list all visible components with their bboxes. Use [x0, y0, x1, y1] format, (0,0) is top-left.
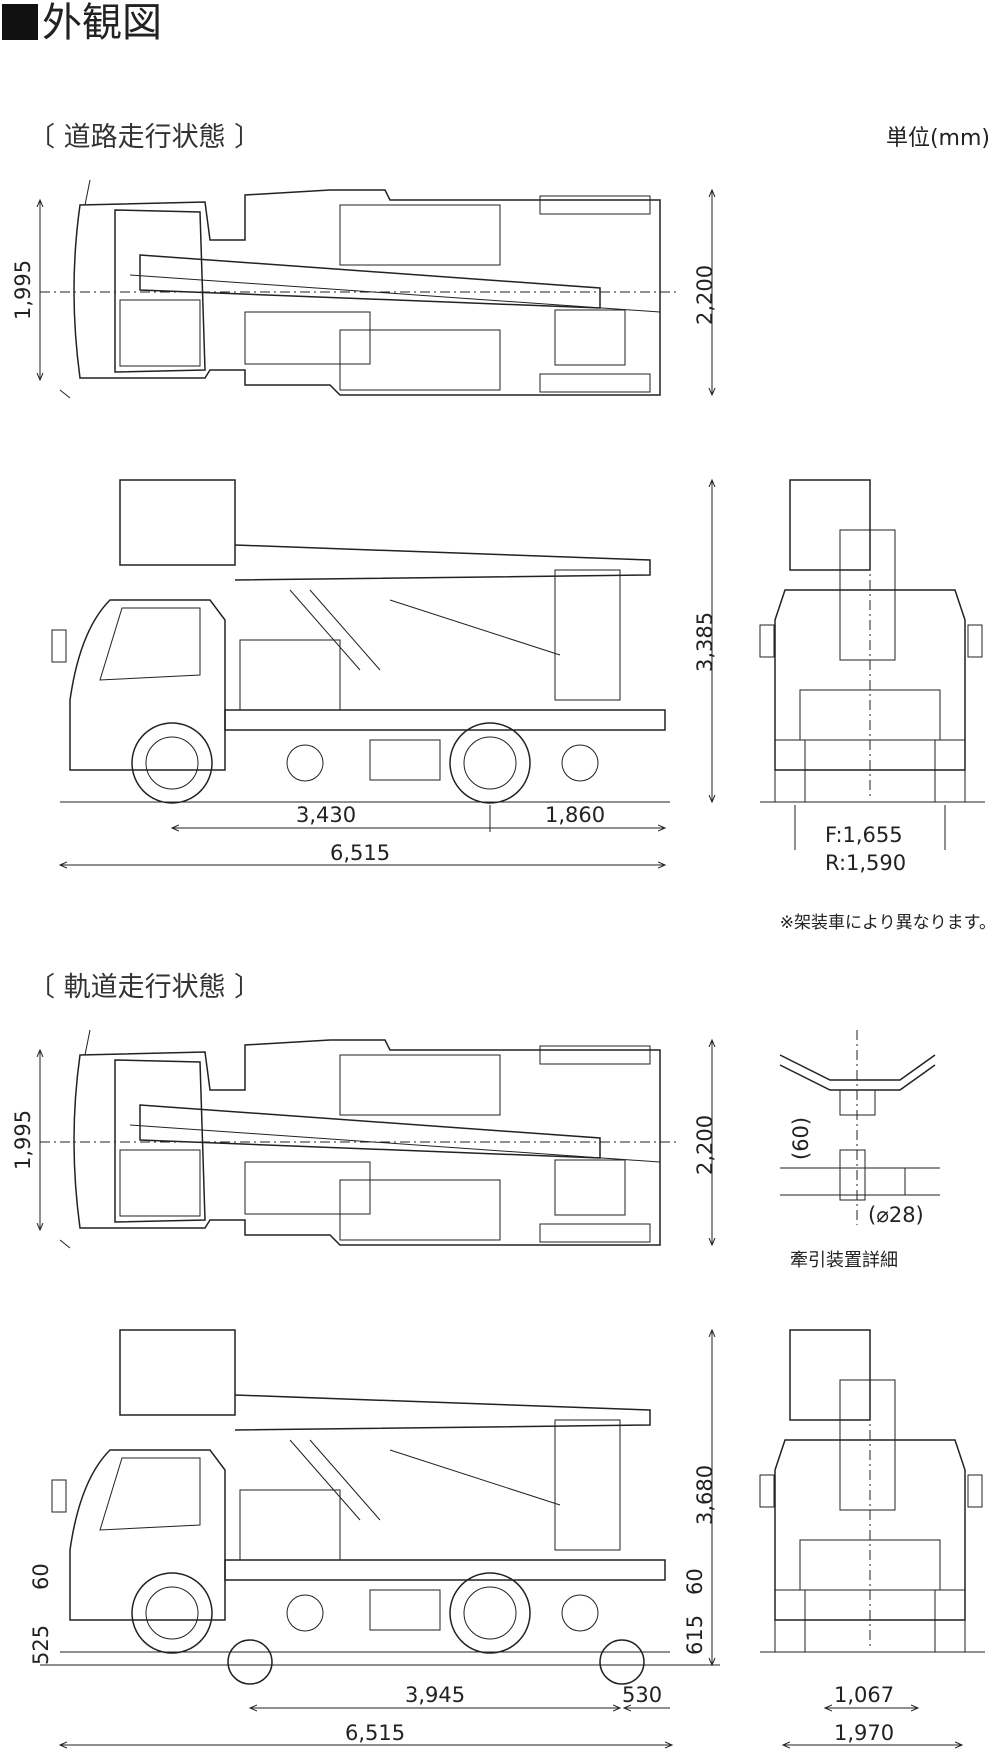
- dim-wheelbase: 3,430: [296, 803, 356, 827]
- title-text: 外観図: [42, 0, 162, 46]
- unit-label: 単位(mm): [885, 126, 990, 151]
- dim-side-rail: 3,680 525 60 615 60 3,945 530 6,515: [29, 1330, 720, 1745]
- dim-width: 1,970: [834, 1721, 894, 1745]
- dim-top-overall-width-rail: 2,200: [693, 1115, 717, 1175]
- side-view-road: [51, 479, 670, 804]
- dim-top-width: 1,995: [11, 260, 35, 320]
- dim-top-road: 1,995 2,200: [11, 190, 717, 395]
- dim-tread-rear: R:1,590: [825, 851, 906, 875]
- section-label-road: 〔 道路走行状態 〕: [28, 122, 262, 153]
- front-view-road: [759, 479, 985, 803]
- note: ※架装車により異なります。: [779, 913, 996, 933]
- dim-front-clearance: 60: [29, 1563, 53, 1590]
- title-square-icon: [2, 4, 38, 40]
- dim-top-rail: 1,995 2,200: [11, 1040, 717, 1245]
- dim-length: 6,515: [330, 841, 390, 865]
- dim-rear-height: 615: [683, 1615, 707, 1655]
- front-view-rail: [759, 1329, 986, 1653]
- dim-top-overall-width: 2,200: [693, 265, 717, 325]
- dim-front-road: F:1,655 R:1,590: [794, 805, 946, 875]
- dim-height: 3,385: [693, 612, 717, 672]
- side-view-rail: [51, 1329, 671, 1654]
- section-label-rail: 〔 軌道走行状態 〕: [28, 972, 262, 1003]
- dim-front-height: 525: [29, 1625, 53, 1665]
- dim-height-rail: 3,680: [693, 1465, 717, 1525]
- dim-front-rail: 1,067 1,970: [783, 1683, 962, 1745]
- dim-rear-clearance: 60: [683, 1568, 707, 1595]
- dim-rear-overhang: 1,860: [545, 803, 605, 827]
- top-view-rail: [39, 1029, 681, 1249]
- detail-height: (60): [789, 1117, 813, 1160]
- top-view-road: [40, 179, 680, 399]
- dim-length-rail: 6,515: [345, 1721, 405, 1745]
- page-title: 外観図: [2, 0, 162, 46]
- detail-caption: 牽引装置詳細: [790, 1250, 898, 1271]
- dim-tread-front: F:1,655: [825, 823, 903, 847]
- dim-side-road: 3,385 3,430 1,860 6,515: [60, 480, 717, 865]
- tow-detail-drawing: (60) (⌀28): [779, 1030, 940, 1227]
- dim-top-width-rail: 1,995: [11, 1110, 35, 1170]
- dim-rail-wheelbase: 3,945: [405, 1683, 465, 1707]
- dim-rear-offset: 530: [622, 1683, 662, 1707]
- dim-gauge: 1,067: [834, 1683, 894, 1707]
- detail-diameter: (⌀28): [868, 1203, 924, 1227]
